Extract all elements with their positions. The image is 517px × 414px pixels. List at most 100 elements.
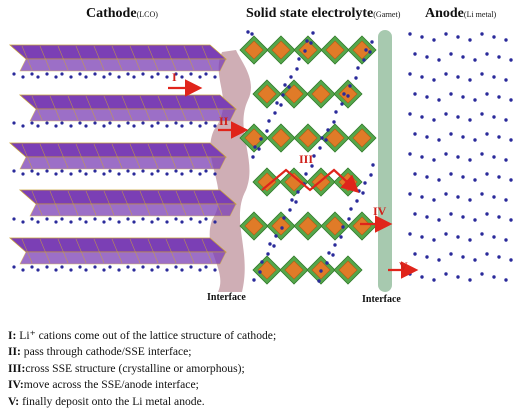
li-ion [268,242,272,246]
li-ion [21,220,25,224]
li-ion [60,72,64,76]
li-ion [78,265,82,269]
li-ion [165,268,169,272]
li-ion [473,138,477,142]
li-ion [497,135,501,139]
cathode-lattice-line [157,95,169,121]
li-ion [311,31,315,35]
interface-label-right: Interface [362,294,401,305]
li-ion [12,265,16,269]
cathode-layers [8,44,238,272]
li-ion [425,95,429,99]
cathode-lattice-line [75,143,87,169]
li-ion [141,265,145,269]
li-ion [480,32,484,36]
li-ion [204,121,208,125]
li-ion [497,215,501,219]
cathode-lattice-line [21,238,33,264]
li-ion [432,238,436,242]
li-ion [126,265,130,269]
li-ion [78,121,82,125]
li-ion [473,258,477,262]
legend-item-4: IV:move across the SSE/anode interface; [8,378,199,392]
li-ion [280,226,284,230]
li-ion [349,207,353,211]
li-ion [473,98,477,102]
cathode-lattice-line [147,238,159,264]
li-ion [21,124,25,128]
li-transport-diagram: Cathode(LCO) Solid state electrolyte(Gar… [8,6,513,305]
li-ion [252,278,256,282]
li-ion [12,169,16,173]
cathode-lattice-line [111,238,123,264]
li-ion [93,72,97,76]
li-ion [449,212,453,216]
li-ion [150,220,154,224]
li-ion [432,278,436,282]
li-ion [251,155,255,159]
li-ion [461,95,465,99]
li-ion [413,252,417,256]
li-ion [69,75,73,79]
li-ion [364,48,368,52]
cathode-lattice-line [165,45,177,71]
garnet-octahedron [352,40,372,60]
li-ion [492,115,496,119]
li-ion [165,220,169,224]
li-ion [174,169,178,173]
cathode-lattice-line [183,238,195,264]
li-ion [408,72,412,76]
cathode-lattice-line [111,45,123,71]
li-ion [253,145,257,149]
li-ion [36,172,40,176]
li-ion [204,169,208,173]
li-ion [420,75,424,79]
li-ion [102,220,106,224]
li-ion [69,220,73,224]
li-ion [480,152,484,156]
garnet-octahedron [271,128,291,148]
li-ion [213,172,217,176]
li-ion [258,270,262,274]
garnet-octahedron [298,40,318,60]
li-ion [282,216,286,220]
li-ion [504,238,508,242]
li-ion [509,178,513,182]
li-ion [281,93,285,97]
cathode-lattice-line [103,190,115,216]
li-ion [117,172,121,176]
li-ion [305,39,309,43]
li-ion [283,83,287,87]
route-label-2: II [219,114,229,128]
li-ion [84,268,88,272]
li-ion [198,268,202,272]
li-ion [461,55,465,59]
li-ion [339,235,343,239]
li-ion [246,30,250,34]
li-ion [117,220,121,224]
li-ion [408,32,412,36]
li-ion [437,138,441,142]
li-ion [30,265,34,269]
li-ion [408,112,412,116]
li-ion [309,41,313,45]
li-ion [45,72,49,76]
li-ion [174,121,178,125]
cathode-lattice-line [57,45,69,71]
li-ion [312,154,316,158]
li-ion [36,75,40,79]
li-ion [444,272,448,276]
li-ion [456,195,460,199]
li-ion [334,110,338,114]
cathode-lattice-line [175,95,187,121]
cathode-lattice-line [67,190,79,216]
li-ion [444,232,448,236]
li-ion [12,72,16,76]
li-ion [257,147,261,151]
li-ion [93,169,97,173]
li-ion [420,235,424,239]
li-ion [294,200,298,204]
li-ion [319,269,323,273]
li-ion [30,169,34,173]
li-ion [420,275,424,279]
